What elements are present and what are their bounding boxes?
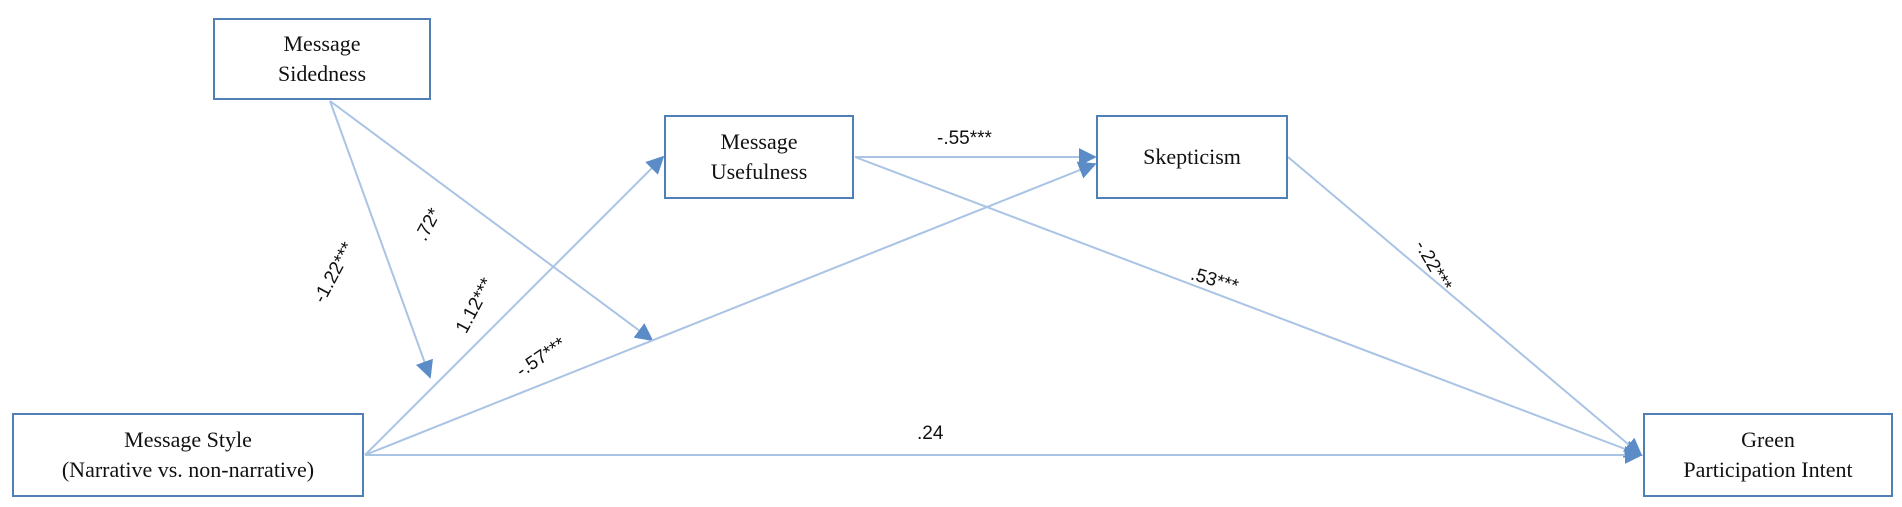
arrow-style-to-usefulness	[364, 155, 665, 456]
arrow-skepticism-to-intent	[1287, 156, 1643, 457]
node-green-participation-intent: Green Participation Intent	[1643, 413, 1893, 497]
coef-usefulness-to-skepticism: -.55***	[937, 128, 992, 149]
node-message-style: Message Style (Narrative vs. non-narrati…	[12, 413, 364, 497]
node-style-line1: Message Style	[124, 427, 252, 452]
arrow-usefulness-to-intent	[854, 156, 1643, 458]
arrow-sidedness-to-style	[329, 100, 433, 379]
coef-style-to-intent: .24	[917, 423, 944, 444]
node-sidedness-line2: Sidedness	[278, 61, 366, 86]
arrow-style-to-skepticism	[364, 161, 1097, 456]
node-usefulness-line1: Message	[720, 129, 798, 154]
node-message-sidedness: Message Sidedness	[213, 18, 431, 100]
node-skepticism-label: Skepticism	[1143, 144, 1241, 169]
node-intent-line1: Green	[1741, 427, 1795, 452]
node-usefulness-line2: Usefulness	[710, 159, 808, 184]
arrow-sidedness-moderation	[329, 100, 654, 342]
node-style-line2: (Narrative vs. non-narrative)	[61, 457, 315, 482]
node-skepticism: Skepticism	[1096, 115, 1288, 199]
node-intent-line2: Participation Intent	[1683, 457, 1853, 482]
node-message-usefulness: Message Usefulness	[664, 115, 854, 199]
node-sidedness-line1: Message	[283, 31, 361, 56]
